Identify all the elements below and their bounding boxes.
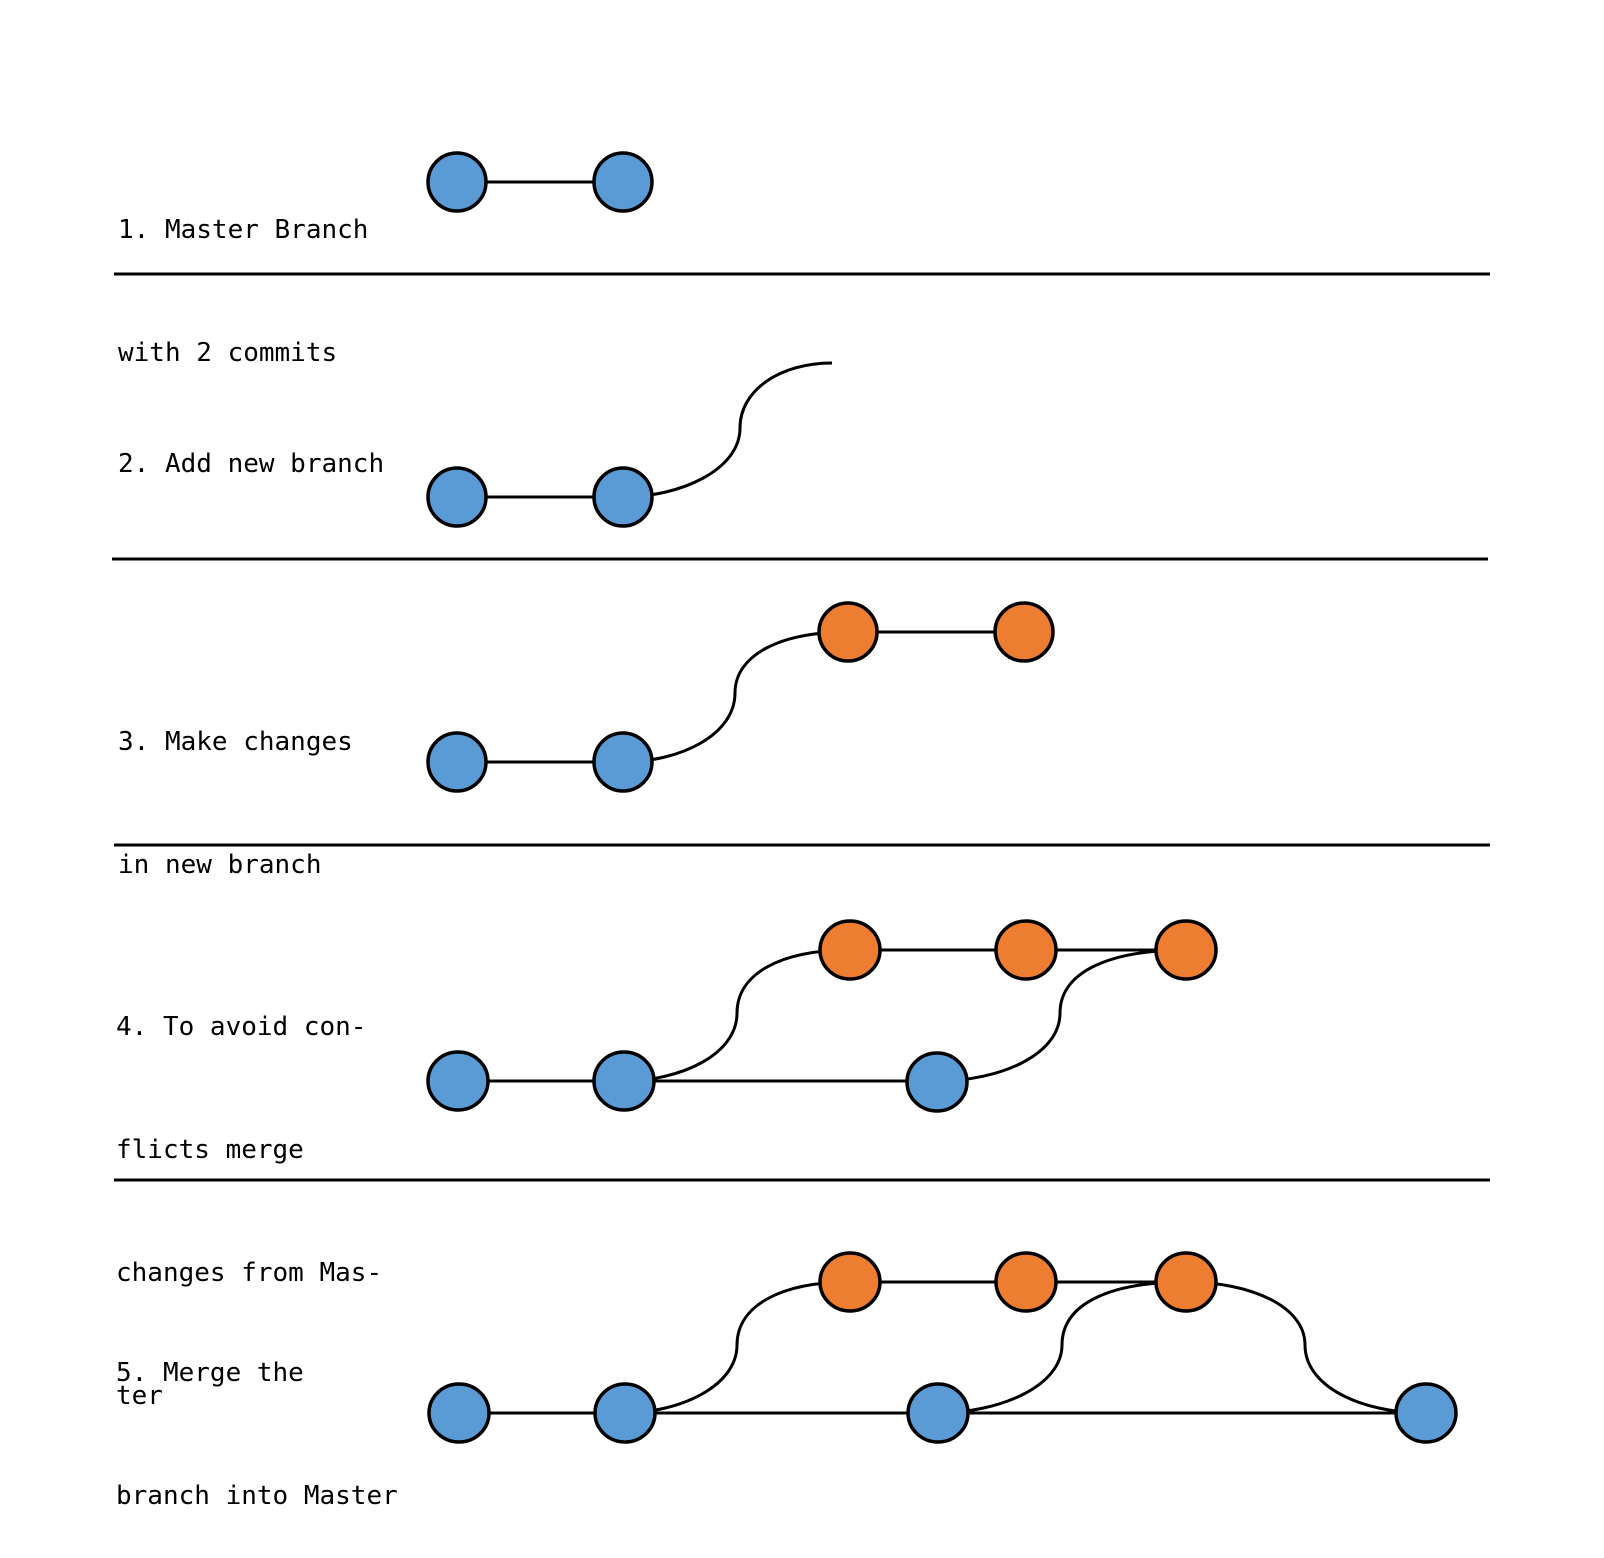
step-3-master-commit-2 [592, 731, 654, 793]
step-5-master-commit-1 [427, 1382, 491, 1444]
step-5-master-commit-2 [593, 1382, 657, 1444]
step-5-branch-commit-3 [1154, 1251, 1218, 1313]
step-4-branch-curve [622, 948, 851, 1083]
step-4-merge-commit [1154, 919, 1218, 981]
step-3-branch-curve [622, 630, 849, 764]
step-3-label: 3. Make changes in new branch [118, 640, 353, 927]
step-3-branch-commit-2 [993, 601, 1055, 663]
step-4-label-line-4: ter [116, 1381, 163, 1411]
step-2-master-commit-2 [592, 466, 654, 528]
step-5-master-merge-commit [1394, 1382, 1458, 1444]
step-5-branch-commit-2 [994, 1251, 1058, 1313]
step-3-label-line-1: 3. Make changes [118, 727, 353, 757]
step-5-branch-commit-1 [818, 1251, 882, 1313]
step-4-label: 4. To avoid con- flicts merge changes fr… [116, 925, 382, 1458]
commits [426, 151, 1458, 1444]
step-5-sync-curve [936, 1280, 1187, 1415]
step-3-branch-commit-1 [817, 601, 879, 663]
step-3-master-commit-1 [426, 731, 488, 793]
step-5-merge-curve [1185, 1280, 1427, 1415]
step-4-master-commit-2 [592, 1050, 656, 1112]
step-1-label-line-2: with 2 commits [118, 338, 338, 368]
step-1-label: 1. Master Branch with 2 commits [118, 128, 368, 415]
step-5-label-line-2: branch into Master [116, 1481, 398, 1511]
step-4-branch-commit-1 [818, 919, 882, 981]
connections [457, 180, 1427, 1415]
step-4-master-commit-1 [426, 1050, 490, 1112]
step-1-label-line-1: 1. Master Branch [118, 215, 369, 245]
step-4-master-commit-3 [905, 1051, 969, 1113]
step-2-label: 2. Add new branch [118, 362, 384, 526]
step-4-merge-curve [936, 948, 1187, 1083]
step-5-label: 5. Merge the branch into Master [116, 1271, 398, 1558]
step-5-master-commit-3 [906, 1382, 970, 1444]
step-2-branch-curve [622, 361, 833, 499]
step-4-label-line-2: flicts merge [116, 1135, 304, 1165]
step-4-branch-commit-2 [994, 919, 1058, 981]
step-5-label-line-1: 5. Merge the [116, 1358, 304, 1388]
step-1-master-commit-2 [592, 151, 654, 213]
step-5-branch-curve [622, 1280, 851, 1415]
separators [112, 272, 1490, 1182]
step-2-label-line-1: 2. Add new branch [118, 449, 385, 479]
step-4-label-line-3: changes from Mas- [116, 1258, 383, 1288]
step-2-master-commit-1 [426, 466, 488, 528]
step-3-label-line-2: in new branch [118, 850, 322, 880]
step-4-label-line-1: 4. To avoid con- [116, 1012, 367, 1042]
step-1-master-commit-1 [426, 151, 488, 213]
